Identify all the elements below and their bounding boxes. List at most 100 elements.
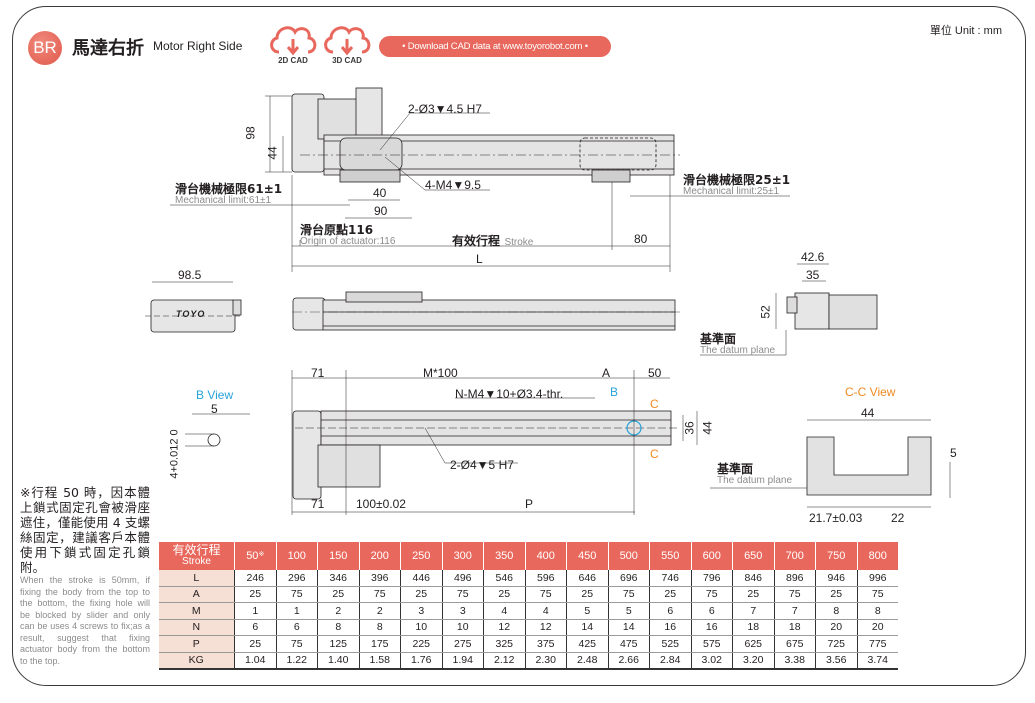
table-cell: 375 [524,635,567,653]
table-cell: 16 [690,619,733,636]
dim-71-top: 71 [311,366,325,380]
cloud-download-icon [270,26,317,56]
table-cell: 675 [773,635,816,653]
table-cell: 75 [607,586,650,603]
dim-L: L [476,252,483,266]
stroke-col: 650 [732,542,774,570]
table-header-row: 有效行程 Stroke 50※ 100 150 200 250 300 350 … [158,542,898,570]
table-cell: 325 [483,635,525,653]
table-cell: 8 [317,619,359,636]
dim-52: 52 [758,305,773,319]
dim-100: 100±0.02 [356,497,406,511]
origin-zh: 滑台原點116 [300,223,374,237]
datum-plane-cc: 基準面 The datum plane [717,460,792,486]
table-cell: 6 [649,602,691,620]
table-cell: 5 [607,602,650,620]
table-cell: 5 [566,602,608,620]
cc-datum-zh: 基準面 [717,462,754,476]
label-C-bottom: C [650,447,659,461]
table-cell: 18 [732,619,774,636]
table-cell: 175 [358,635,401,653]
dim-36: 36 [682,421,697,435]
dim-71-bottom: 71 [311,497,325,511]
table-cell: 896 [773,570,816,587]
dim-P: P [525,497,534,511]
row-label: A [158,586,235,603]
cc-dim-44: 44 [861,406,875,420]
table-cell: 246 [234,570,276,587]
stroke-col: 500 [607,542,650,570]
datum-zh: 基準面 [700,332,737,346]
table-cell: 12 [524,619,567,636]
stroke-col: 350 [483,542,525,570]
row-label: M [158,602,235,620]
table-cell: 1 [234,602,276,620]
table-cell: 996 [856,570,898,587]
cad-3d-label: 3D CAD [332,56,362,65]
table-cell: 3.02 [690,652,733,670]
table-cell: 225 [400,635,442,653]
stroke-col: 700 [773,542,816,570]
table-cell: 75 [441,586,484,603]
datum-en: The datum plane [700,345,776,356]
mech-limit-left: 滑台機械極限61±1 Mechanical limit:61±1 [175,180,282,206]
dim-M100: M*100 [423,366,458,380]
end-view-left [145,281,242,333]
toyo-logo: TOYO [176,309,206,319]
table-cell: 775 [856,635,898,653]
stroke-zh: 有效行程 [452,234,501,248]
title-en: Motor Right Side [153,39,243,53]
table-cell: 2.66 [607,652,650,670]
table-cell: 525 [649,635,691,653]
stroke-col: 550 [649,542,691,570]
callout-thread-holes: N-M4▼10+Ø3.4-thr. [455,387,564,401]
mech-limit-right-en: Mechanical limit:25±1 [683,186,780,197]
table-cell: 25 [317,586,359,603]
spec-table: 有效行程 Stroke 50※ 100 150 200 250 300 350 … [158,542,898,670]
table-cell: 6 [690,602,733,620]
table-cell: 3 [441,602,484,620]
table-cell: 796 [690,570,733,587]
origin-label: 滑台原點116 Origin of actuator:116 [300,221,395,247]
table-cell: 25 [234,586,276,603]
table-header-stroke: 有效行程 Stroke [158,542,235,570]
table-cell: 575 [690,635,733,653]
table-cell: 1.76 [400,652,442,670]
table-cell: 1.22 [275,652,318,670]
datum-plane-side: 基準面 The datum plane [700,330,775,356]
table-cell: 25 [815,586,857,603]
table-cell: 75 [524,586,567,603]
cad-2d-button[interactable]: 2D CAD [266,22,320,65]
dim-A: A [602,366,611,380]
table-cell: 3.56 [815,652,857,670]
table-cell: 1.04 [234,652,276,670]
table-cell: 275 [441,635,484,653]
table-cell: 3.20 [732,652,774,670]
table-cell: 75 [690,586,733,603]
cc-section [806,436,932,496]
table-cell: 846 [732,570,774,587]
mech-limit-left-zh: 滑台機械極限61±1 [175,182,283,196]
table-cell: 10 [441,619,484,636]
table-cell: 18 [773,619,816,636]
cad-3d-button[interactable]: 3D CAD [320,22,374,65]
stroke-col: 200 [358,542,401,570]
dim-44: 44 [265,146,280,160]
table-cell: 75 [275,635,318,653]
dim-44-bottom: 44 [700,421,715,435]
table-cell: 346 [317,570,359,587]
b-dim-5: 5 [211,402,218,416]
cloud-download-icon [324,26,371,56]
table-cell: 2.48 [566,652,608,670]
table-cell: 75 [358,586,401,603]
table-cell: 16 [649,619,691,636]
table-cell: 6 [234,619,276,636]
table-cell: 7 [732,602,774,620]
download-cad-link[interactable]: • Download CAD data at www.toyorobot.com… [379,36,611,57]
dim-50: 50 [648,366,662,380]
table-cell: 2.84 [649,652,691,670]
table-cell: 496 [441,570,484,587]
row-label: N [158,619,235,636]
page-frame [12,6,1026,686]
